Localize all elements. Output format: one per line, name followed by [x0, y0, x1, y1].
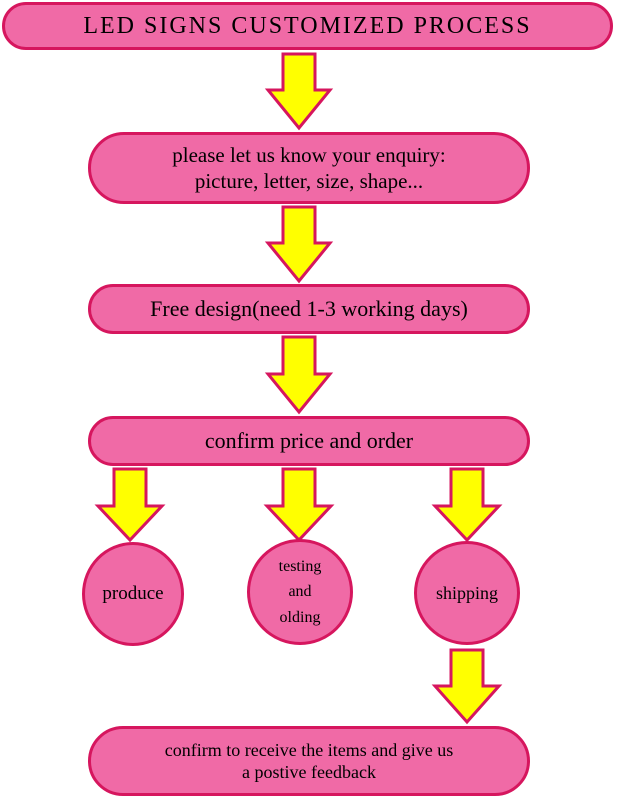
enquiry-step: please let us know your enquiry: picture… [88, 132, 530, 204]
design-step: Free design(need 1-3 working days) [88, 284, 530, 334]
confirm-order-step: confirm price and order [88, 416, 530, 466]
design-text: Free design(need 1-3 working days) [150, 296, 468, 322]
testing-step: testing and olding [247, 539, 353, 645]
arrow-design-to-order [264, 335, 334, 415]
diagram-title: LED SIGNS CUSTOMIZED PROCESS [83, 13, 532, 39]
arrow-order-to-shipping [431, 467, 503, 543]
enquiry-text-line1: please let us know your enquiry: [172, 142, 446, 167]
produce-step: produce [82, 542, 184, 646]
arrow-enquiry-to-design [264, 205, 334, 284]
confirm-order-text: confirm price and order [204, 428, 414, 454]
shipping-step: shipping [414, 541, 520, 645]
arrow-shipping-to-final [431, 648, 503, 725]
enquiry-text-line2: picture, letter, size, shape... [194, 169, 424, 193]
testing-text-line2: and [288, 583, 312, 601]
title-banner: LED SIGNS CUSTOMIZED PROCESS [2, 2, 613, 50]
shipping-text: shipping [435, 582, 498, 603]
arrow-order-to-produce [94, 467, 166, 543]
final-text-line1: confirm to receive the items and give us [164, 739, 454, 760]
produce-text: produce [102, 583, 164, 604]
arrow-title-to-enquiry [264, 52, 334, 131]
feedback-step: confirm to receive the items and give us… [88, 726, 530, 796]
testing-text-line1: testing [278, 557, 322, 575]
arrow-order-to-testing [263, 467, 335, 543]
testing-text-line3: olding [279, 608, 321, 626]
final-text-line2: a postive feedback [242, 762, 376, 782]
